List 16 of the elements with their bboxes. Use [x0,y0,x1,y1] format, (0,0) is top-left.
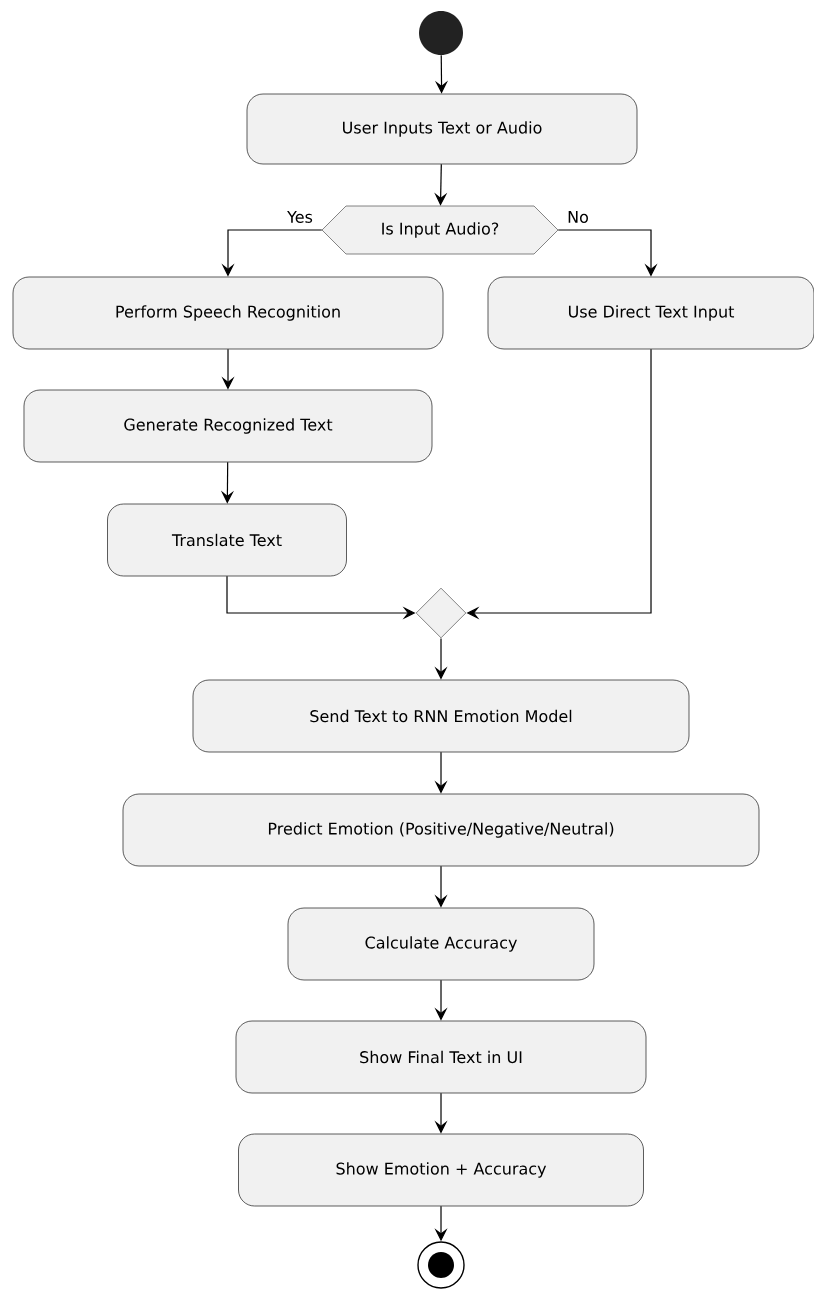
decision-hexagon: Is Input Audio? [321,205,559,255]
end-node [417,1241,465,1289]
edge-label: No [568,211,588,223]
action-box: Calculate Accuracy [287,907,595,981]
action-box: Use Direct Text Input [487,276,814,350]
action-box: Predict Emotion (Positive/Negative/Neutral) [122,793,760,867]
action-box: Send Text to RNN Emotion Model [192,679,690,753]
action-box: Show Final Text in UI [235,1020,647,1094]
action-box: Generate Recognized Text [23,389,433,463]
action-box: Show Emotion + Accuracy [238,1133,644,1207]
action-box: Perform Speech Recognition [12,276,444,350]
edge-label: Yes [287,211,313,223]
action-box: Translate Text [107,503,347,577]
action-box: User Inputs Text or Audio [246,93,638,165]
merge-diamond [415,587,467,639]
start-node [419,11,463,55]
